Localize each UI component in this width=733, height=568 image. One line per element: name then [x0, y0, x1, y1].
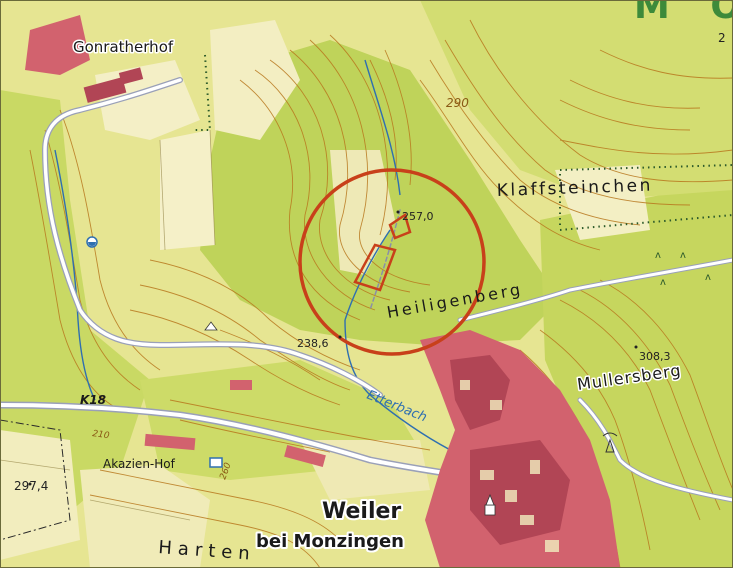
place-label-weiler: Weiler [322, 499, 401, 524]
elevation-label-210: 210 [92, 429, 111, 441]
forest-area-northeast [420, 0, 733, 200]
svg-text:ʌ: ʌ [680, 250, 686, 261]
highlight-circle [298, 168, 486, 356]
spot-height-markers [28, 210, 638, 486]
hut-icon [209, 457, 223, 468]
forest-area-east [540, 180, 733, 568]
municipal-boundary-line [0, 419, 71, 541]
settlement-gonratherhof [25, 15, 144, 103]
place-label-corner: M O [634, 0, 733, 27]
site-outline-south [353, 243, 397, 292]
settlement-weiler [420, 330, 620, 568]
radio-tower-icon [602, 432, 618, 453]
place-label-gonratherhof: Gonratherhof [73, 38, 174, 56]
meadow-field-3 [210, 20, 300, 140]
boundary-dotted-lines [195, 54, 733, 231]
svg-text:ʌ: ʌ [655, 250, 661, 261]
road-network [0, 77, 733, 503]
elevation-label-top-right: 2 [718, 31, 726, 45]
meadow-field-7 [300, 440, 430, 500]
settlement-akazien-hof [144, 380, 326, 467]
vineyard-symbols: ʌ ʌ ʌ ʌ [655, 250, 711, 288]
elevation-label-257: 257,0 [402, 210, 434, 223]
road-label-k18: K18 [80, 393, 106, 407]
meadow-field-5 [0, 430, 80, 560]
place-label-bei-monzingen: bei Monzingen [256, 531, 404, 552]
meadow-field-2 [160, 130, 215, 250]
site-outline-north [388, 213, 412, 240]
elevation-label-297: 297,4 [14, 479, 48, 493]
field-boundaries [0, 129, 216, 521]
spring-icon [86, 236, 98, 248]
place-label-akazien-hof: Akazien-Hof [103, 457, 176, 471]
wayside-cross-icon [204, 321, 218, 331]
elevation-label-308: 308,3 [639, 350, 671, 363]
elevation-label-290: 290 [446, 96, 469, 110]
meadow-field-6 [80, 465, 210, 568]
elevation-label-238: 238,6 [297, 337, 329, 350]
svg-text:ʌ: ʌ [705, 272, 711, 283]
church-icon [484, 493, 496, 516]
meadow-field-4 [555, 165, 650, 240]
svg-text:ʌ: ʌ [660, 277, 666, 288]
